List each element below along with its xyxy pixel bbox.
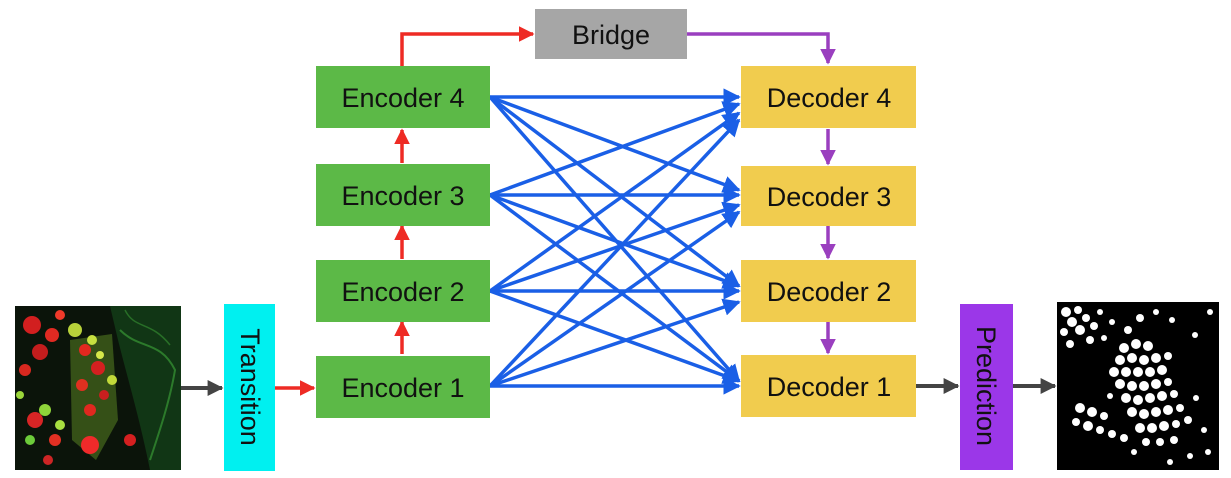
decoder-4-label: Decoder 4 bbox=[767, 83, 892, 113]
decoder-1-block: Decoder 1 bbox=[741, 355, 916, 417]
decoder-4-block: Decoder 4 bbox=[741, 66, 916, 128]
decoder-3-label: Decoder 3 bbox=[767, 182, 892, 212]
encoder-1-label: Encoder 1 bbox=[341, 373, 464, 403]
encoder-1-block: Encoder 1 bbox=[316, 356, 490, 418]
io-arrows bbox=[181, 378, 1057, 396]
encoder-3-block: Encoder 3 bbox=[316, 164, 490, 226]
input-image bbox=[15, 306, 181, 470]
encoder-path-arrows bbox=[275, 26, 535, 396]
encoder-2-label: Encoder 2 bbox=[341, 277, 464, 307]
decoder-3-block: Decoder 3 bbox=[741, 166, 916, 226]
bridge-label: Bridge bbox=[572, 20, 650, 50]
decoder-path-arrows bbox=[687, 32, 836, 355]
bridge-block: Bridge bbox=[535, 9, 687, 59]
transition-label: Transition bbox=[235, 328, 265, 446]
prediction-label: Prediction bbox=[971, 326, 1001, 446]
decoder-2-label: Decoder 2 bbox=[767, 277, 892, 307]
decoder-2-block: Decoder 2 bbox=[741, 260, 916, 322]
transition-block: Transition bbox=[224, 304, 275, 471]
prediction-block: Prediction bbox=[960, 304, 1013, 470]
decoder-1-label: Decoder 1 bbox=[767, 372, 892, 402]
encoder-4-label: Encoder 4 bbox=[341, 83, 464, 113]
output-image bbox=[1057, 302, 1219, 470]
encoder-4-block: Encoder 4 bbox=[316, 66, 490, 128]
encoder-2-block: Encoder 2 bbox=[316, 260, 490, 322]
encoder-3-label: Encoder 3 bbox=[341, 181, 464, 211]
skip-connection-arrows bbox=[488, 88, 741, 395]
